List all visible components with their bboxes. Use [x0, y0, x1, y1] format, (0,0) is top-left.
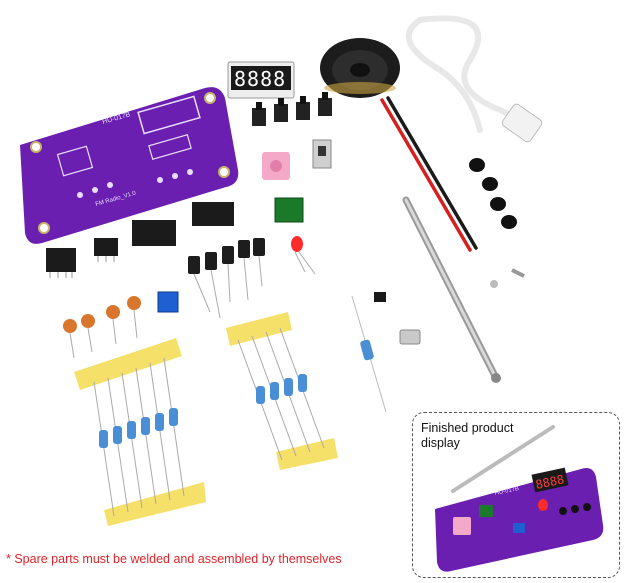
finished-product-photo: 8888 HU-017B — [435, 425, 604, 572]
usb-plug — [501, 103, 543, 143]
resistor-strip-left — [74, 338, 206, 526]
ic-sockets — [46, 202, 234, 278]
pcb-board: HU-017B FM Radio_V1.0 — [20, 87, 239, 244]
inset-board-model: HU-017B — [494, 486, 519, 497]
display-digits: 8888 — [234, 67, 286, 91]
potentiometer — [157, 291, 179, 313]
telescopic-antenna — [402, 196, 501, 383]
inset-display: 8888 — [534, 472, 565, 492]
footnote: * Spare parts must be welded and assembl… — [6, 552, 342, 566]
seven-segment-display: 8888 — [227, 61, 295, 99]
finished-product-inset: Finished product display 8888 HU-017B — [412, 412, 620, 578]
button-caps — [469, 158, 517, 229]
audio-jack — [262, 152, 290, 180]
transistor — [374, 292, 386, 302]
fm-module — [274, 197, 304, 223]
resistor-strip-right — [226, 312, 338, 470]
electrolytic-capacitors — [188, 238, 265, 319]
ceramic-capacitors — [63, 296, 141, 333]
inset-title: Finished product display — [421, 421, 514, 450]
red-led — [291, 236, 316, 275]
speaker — [320, 38, 400, 98]
tact-switches — [252, 92, 332, 126]
battery-wires — [380, 96, 478, 252]
slide-switch — [312, 139, 332, 169]
loose-resistor — [351, 295, 387, 413]
usb-socket — [399, 329, 421, 345]
usb-cable — [405, 15, 523, 133]
screw-nut — [490, 268, 525, 288]
